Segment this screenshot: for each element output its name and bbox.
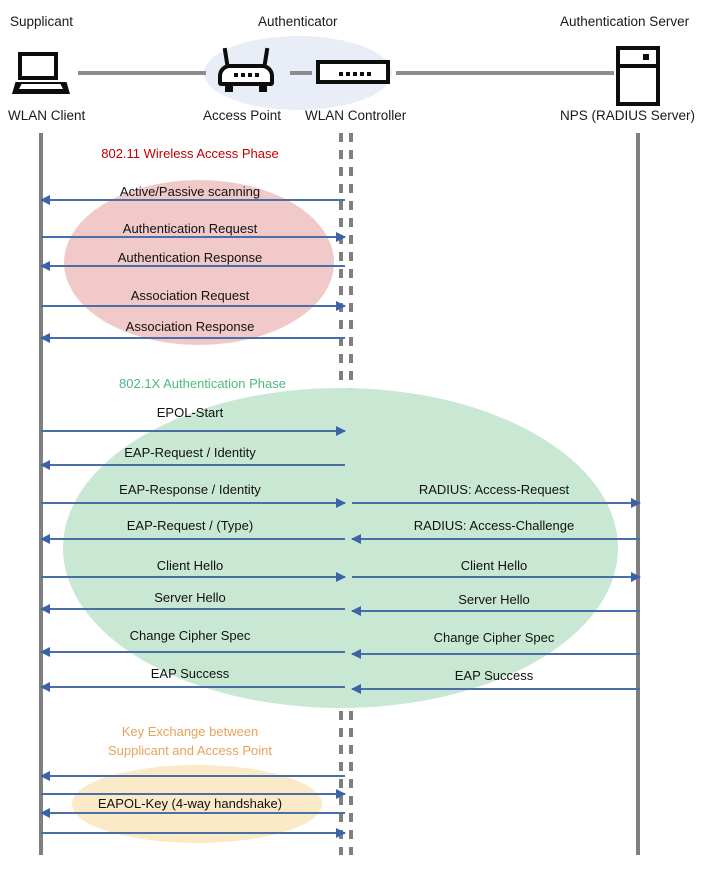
message-arrow-authentication-response — [40, 261, 345, 271]
message-label-eap-success-left: EAP Success — [150, 666, 230, 681]
message-label-client-hello-right: Client Hello — [460, 558, 528, 573]
message-arrow-key-exchange-1 — [40, 771, 345, 781]
message-label-radius-access-challenge: RADIUS: Access-Challenge — [413, 518, 575, 533]
access-point-icon — [218, 47, 274, 94]
message-label-authentication-request: Authentication Request — [122, 221, 258, 236]
message-label-server-hello-left: Server Hello — [154, 590, 226, 605]
message-label-eap-request-identity: EAP-Request / Identity — [124, 445, 256, 460]
actor-device-access-point: Access Point — [203, 108, 282, 123]
message-label-eap-response-identity: EAP-Response / Identity — [119, 482, 261, 497]
message-arrow-authentication-request — [41, 232, 346, 242]
message-arrow-key-exchange-3 — [40, 808, 345, 818]
message-arrow-change-cipher-spec-right — [351, 649, 640, 659]
message-arrow-association-request — [41, 301, 346, 311]
message-label-epol-start: EPOL-Start — [156, 405, 224, 420]
message-arrow-radius-access-challenge — [351, 534, 640, 544]
message-arrow-eap-success-left — [40, 682, 345, 692]
phase-oval-dot1x-authentication — [63, 388, 618, 708]
message-arrow-server-hello-right — [351, 606, 640, 616]
message-label-server-hello-right: Server Hello — [458, 592, 530, 607]
message-label-change-cipher-spec-right: Change Cipher Spec — [433, 630, 555, 645]
message-arrow-eap-success-right — [351, 684, 640, 694]
actor-role-authentication-server: Authentication Server — [560, 14, 690, 29]
phase-title-key-exchange-line2: Supplicant and Access Point — [107, 743, 273, 758]
actor-device-nps-radius-server: NPS (RADIUS Server) — [560, 108, 696, 123]
message-label-change-cipher-spec-left: Change Cipher Spec — [129, 628, 251, 643]
message-label-association-response: Association Response — [125, 319, 255, 334]
message-arrow-client-hello-right — [352, 572, 641, 582]
lifeline-supplicant — [39, 133, 43, 855]
message-label-radius-access-request: RADIUS: Access-Request — [418, 482, 570, 497]
message-arrow-change-cipher-spec-left — [40, 647, 345, 657]
lifeline-radius-server — [636, 133, 640, 855]
message-arrow-key-exchange-2 — [41, 789, 346, 799]
wire-client-to-ap — [78, 71, 206, 75]
message-label-eapol-key-4way-handshake: EAPOL-Key (4-way handshake) — [97, 796, 283, 811]
message-arrow-eap-response-identity — [41, 498, 346, 508]
actor-role-authenticator: Authenticator — [258, 14, 338, 29]
actor-device-wlan-controller: WLAN Controller — [305, 108, 407, 123]
message-arrow-active-passive-scanning — [40, 195, 345, 205]
phase-title-wireless-access: 802.11 Wireless Access Phase — [101, 146, 279, 161]
laptop-icon — [12, 52, 70, 94]
message-label-client-hello-left: Client Hello — [156, 558, 224, 573]
message-arrow-epol-start — [41, 426, 346, 436]
phase-title-dot1x-authentication: 802.1X Authentication Phase — [119, 376, 286, 391]
wire-controller-to-server — [396, 71, 614, 75]
message-arrow-server-hello-left — [40, 604, 345, 614]
message-label-eap-success-right: EAP Success — [454, 668, 534, 683]
phase-oval-wireless-access — [64, 180, 334, 345]
message-label-authentication-response: Authentication Response — [117, 250, 263, 265]
wlan-controller-icon — [316, 60, 390, 84]
message-arrow-client-hello-left — [41, 572, 346, 582]
message-label-active-passive-scanning: Active/Passive scanning — [119, 184, 261, 199]
server-icon — [616, 46, 660, 106]
message-arrow-eap-request-type — [40, 534, 345, 544]
message-label-eap-request-type: EAP-Request / (Type) — [126, 518, 254, 533]
message-label-association-request: Association Request — [130, 288, 250, 303]
message-arrow-key-exchange-4 — [41, 828, 346, 838]
message-arrow-association-response — [40, 333, 345, 343]
wire-ap-to-controller — [290, 71, 312, 75]
actor-device-wlan-client: WLAN Client — [8, 108, 86, 123]
message-arrow-eap-request-identity — [40, 460, 345, 470]
phase-title-key-exchange-line1: Key Exchange between — [121, 724, 259, 739]
message-arrow-radius-access-request — [352, 498, 641, 508]
actor-role-supplicant: Supplicant — [10, 14, 74, 29]
phase-title-key-exchange: Key Exchange between Supplicant and Acce… — [85, 722, 295, 760]
phase-oval-key-exchange — [72, 765, 322, 843]
